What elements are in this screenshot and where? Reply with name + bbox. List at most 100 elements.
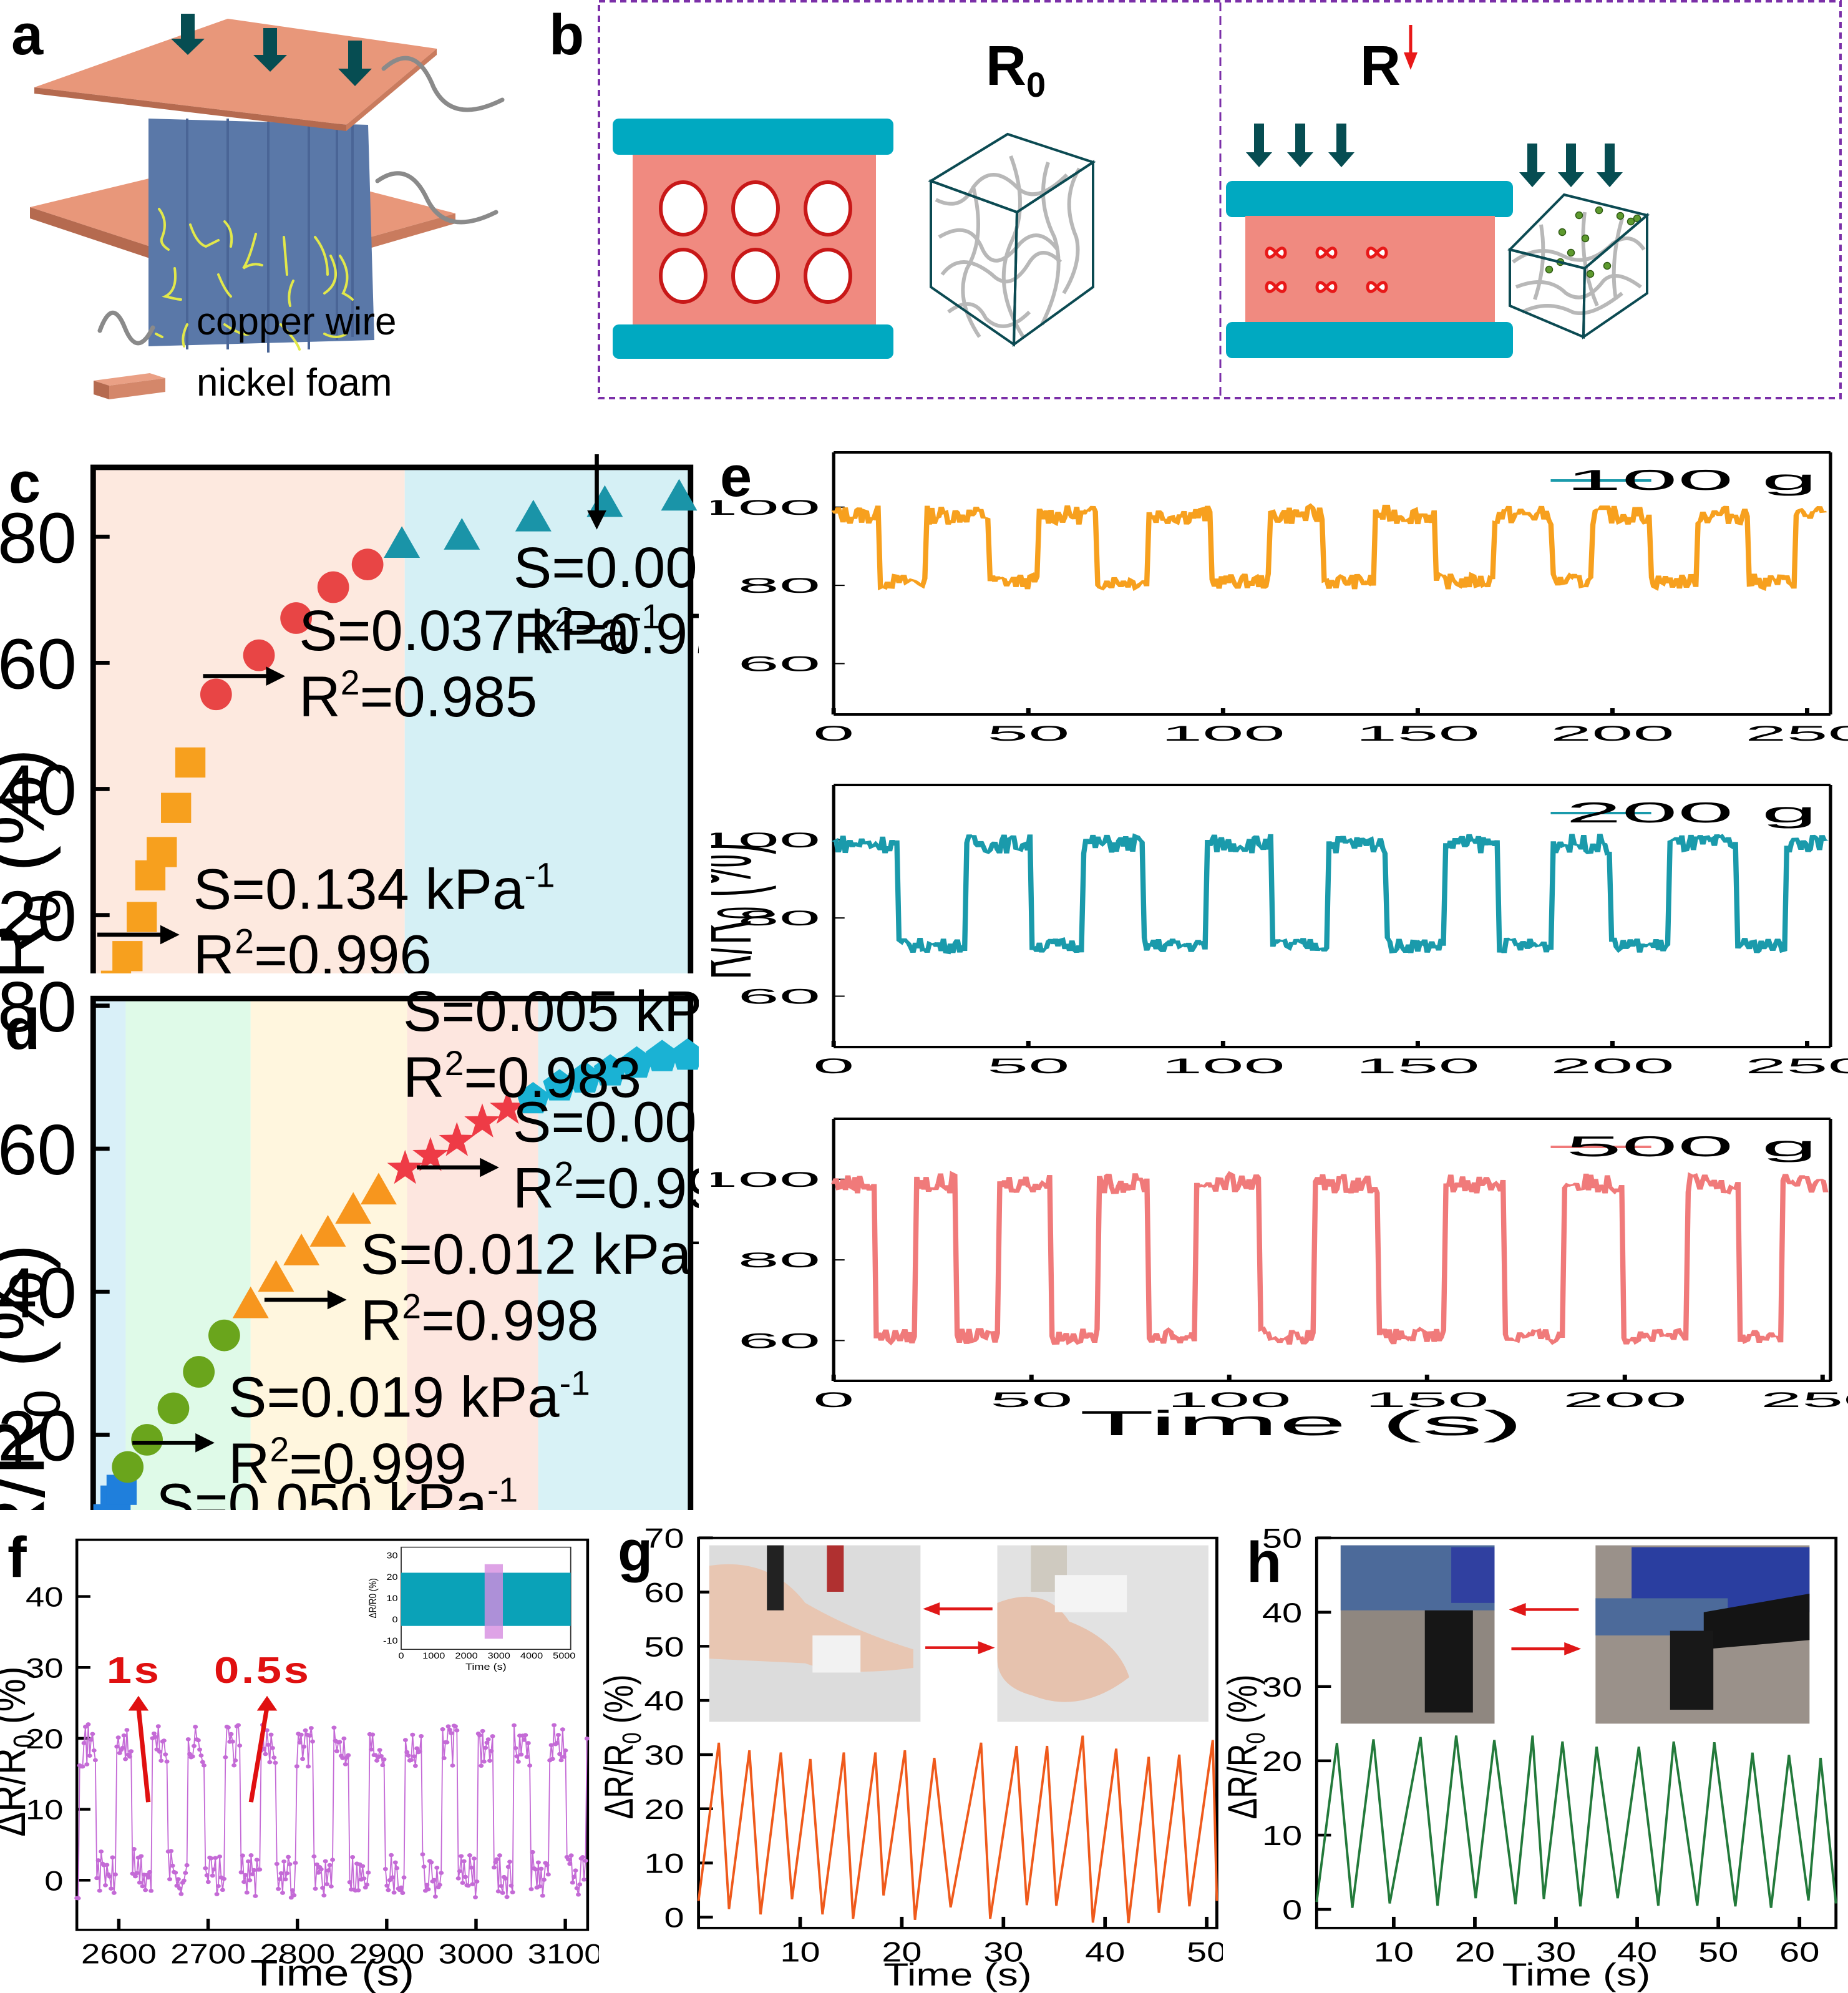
data-point-pentagon bbox=[620, 1046, 653, 1078]
data-point bbox=[463, 1874, 469, 1879]
data-point bbox=[307, 1733, 313, 1738]
data-point bbox=[414, 1746, 420, 1751]
data-point-triangle bbox=[335, 1192, 372, 1224]
x-tick-label: 2700 bbox=[170, 1938, 246, 1969]
data-point bbox=[320, 1886, 326, 1890]
data-point bbox=[347, 1880, 353, 1884]
background-region bbox=[404, 467, 691, 973]
data-point bbox=[168, 1849, 174, 1853]
data-point bbox=[291, 1893, 297, 1898]
data-point bbox=[117, 1751, 122, 1755]
sensitivity-label: S=0.008 kPa-1 bbox=[513, 534, 699, 600]
data-point bbox=[261, 1747, 267, 1751]
data-point bbox=[198, 1753, 204, 1758]
data-point bbox=[505, 1864, 511, 1869]
data-point-triangle bbox=[283, 1233, 320, 1265]
down-arrow-icon bbox=[1519, 144, 1545, 187]
data-point bbox=[394, 1866, 400, 1871]
r-squared-label: R2=0.998 bbox=[361, 1287, 599, 1353]
data-point-circle bbox=[200, 678, 232, 711]
sensitivity-label: S=0.019 kPa-1 bbox=[228, 1364, 590, 1430]
data-point bbox=[75, 1896, 81, 1901]
data-point bbox=[477, 1733, 482, 1738]
data-point bbox=[431, 1878, 437, 1883]
data-point bbox=[378, 1754, 384, 1758]
data-point bbox=[538, 1866, 544, 1871]
red-down-arrow-icon bbox=[1404, 25, 1418, 70]
data-point bbox=[134, 1871, 140, 1876]
data-point bbox=[247, 1878, 253, 1883]
inset-x-tick-label: 0 bbox=[398, 1652, 404, 1660]
data-point bbox=[263, 1752, 268, 1757]
x-axis-label: Time (s) bbox=[250, 1952, 414, 1993]
data-point bbox=[401, 1875, 407, 1880]
arrow-head bbox=[128, 1695, 149, 1711]
data-point-pentagon bbox=[671, 1038, 699, 1070]
data-point bbox=[221, 1876, 226, 1881]
data-point-circle bbox=[317, 571, 349, 603]
inset-y-tick-label: 20 bbox=[386, 1573, 397, 1582]
data-point bbox=[163, 1752, 168, 1757]
panel-e: e 0501001502002506080100100 g05010015020… bbox=[711, 437, 1848, 1498]
panel-a: a bbox=[0, 0, 593, 424]
x-tick-label: 60 bbox=[1779, 1936, 1819, 1967]
data-point bbox=[527, 1763, 533, 1768]
data-point bbox=[294, 1764, 299, 1768]
data-point bbox=[321, 1893, 327, 1898]
data-point-triangle bbox=[661, 479, 698, 511]
signal-line bbox=[1315, 1735, 1837, 1908]
data-point-triangle bbox=[515, 499, 552, 532]
x-tick-label: 0 bbox=[813, 1388, 854, 1411]
x-tick-label: 50 bbox=[987, 721, 1070, 745]
data-point bbox=[480, 1728, 485, 1733]
data-point bbox=[97, 1888, 102, 1893]
r-squared-label: R2=0.993 bbox=[513, 1154, 699, 1220]
data-point bbox=[533, 1867, 538, 1872]
y-tick-label: 60 bbox=[738, 1329, 821, 1353]
arrow-head bbox=[195, 1433, 215, 1453]
data-point bbox=[293, 1861, 298, 1865]
plot-frame bbox=[1315, 1536, 1838, 1929]
x-tick-label: 20 bbox=[882, 1936, 922, 1967]
chart-c: 048121620020406080S=0.134 kPa-1R2=0.996S… bbox=[0, 454, 699, 973]
data-point bbox=[81, 1741, 87, 1745]
data-point bbox=[494, 1857, 500, 1861]
data-point bbox=[225, 1725, 231, 1730]
x-tick-label: 150 bbox=[1365, 1388, 1489, 1411]
data-point bbox=[474, 1879, 480, 1884]
chart-e: 0501001502002506080100100 g0501001502002… bbox=[711, 451, 1848, 1443]
data-point bbox=[192, 1743, 197, 1748]
legend-label-copper-wire: copper wire bbox=[197, 300, 397, 343]
data-point bbox=[417, 1749, 422, 1754]
data-point bbox=[197, 1747, 203, 1752]
data-point-pentagon bbox=[568, 1061, 601, 1093]
data-point bbox=[205, 1879, 211, 1884]
data-point bbox=[390, 1875, 396, 1879]
y-tick-label: 80 bbox=[738, 906, 821, 930]
data-point bbox=[133, 1874, 138, 1879]
y-tick-label: 10 bbox=[26, 1794, 63, 1825]
x-tick-label: 200 bbox=[1550, 721, 1675, 745]
data-point bbox=[503, 1876, 508, 1881]
data-point bbox=[504, 1894, 510, 1899]
data-point bbox=[318, 1867, 324, 1872]
data-point bbox=[360, 1864, 366, 1868]
data-point bbox=[164, 1759, 170, 1764]
panel-label-e: e bbox=[720, 445, 752, 509]
y-tick-label: 30 bbox=[644, 1739, 684, 1770]
fiber-network-cube bbox=[928, 132, 1096, 347]
compressed-arrows-right bbox=[1519, 144, 1623, 187]
y-tick-label: 60 bbox=[0, 1111, 77, 1190]
data-point bbox=[420, 1852, 426, 1857]
data-point bbox=[237, 1743, 243, 1748]
arrow-head bbox=[266, 666, 286, 686]
finger-straight-photo bbox=[709, 1545, 921, 1722]
data-point-circle bbox=[208, 1319, 240, 1352]
data-point-pentagon bbox=[645, 1040, 679, 1071]
data-point bbox=[537, 1884, 543, 1889]
data-point bbox=[85, 1722, 91, 1727]
data-point bbox=[326, 1868, 331, 1873]
data-point bbox=[177, 1886, 182, 1891]
